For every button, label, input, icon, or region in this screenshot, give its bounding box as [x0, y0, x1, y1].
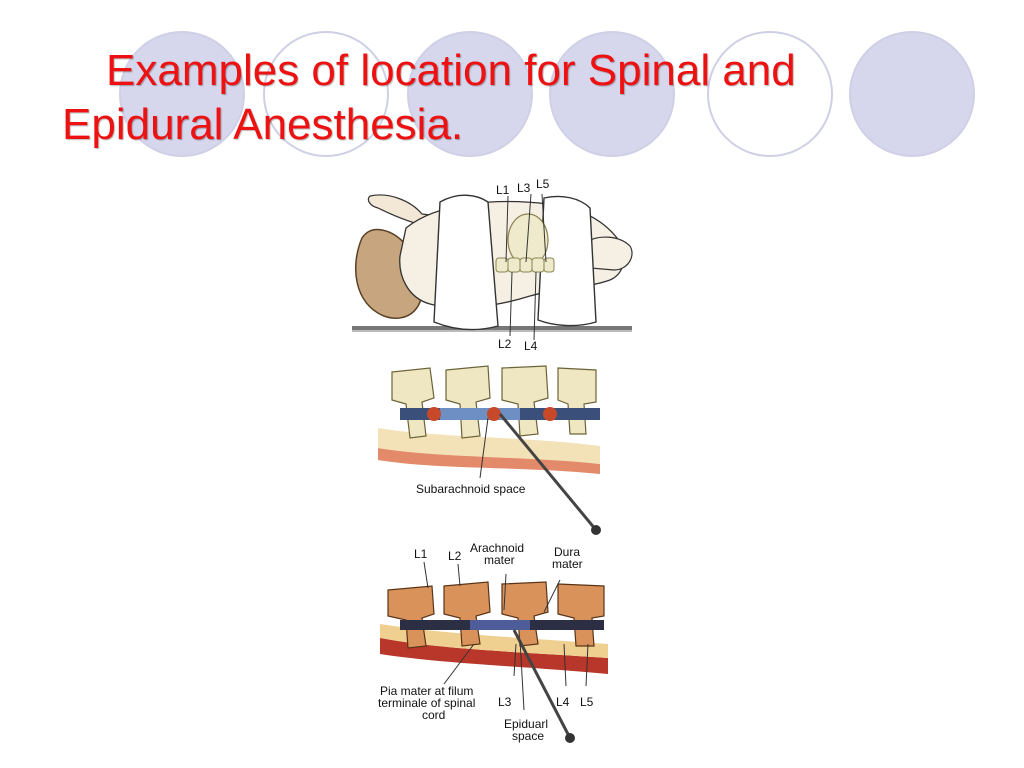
towel-left: [433, 194, 499, 331]
label-top-l2: L2: [498, 337, 512, 351]
figure-epidural: L1 L2 Arachnoid mater Dura mater Pia mat…: [374, 540, 614, 750]
epidural-needle-hub: [565, 733, 575, 743]
label-arachnoid-2: mater: [484, 553, 515, 567]
slide-title: Examples of location for Spinal and Epid…: [62, 44, 922, 152]
label-dura-2: mater: [552, 557, 583, 571]
epidural-needle: [512, 629, 572, 739]
deco-circle-4: [549, 31, 675, 157]
label-bottom-l2: L2: [448, 549, 462, 563]
epidural-catheter-region: [470, 620, 530, 630]
vertebrae-illustration: [391, 365, 597, 439]
disc-2: [487, 407, 501, 421]
tissue-layer-muscle: [380, 638, 608, 674]
label-dura-1: Dura: [554, 545, 580, 559]
deco-circle-2: [263, 31, 389, 157]
tissue-layer-fat-2: [380, 624, 608, 658]
deco-circle-1: [119, 31, 245, 157]
vertebrae-illustration-2: [387, 581, 605, 649]
label-top-l5: L5: [536, 177, 550, 191]
figure-patient-position: L1 L3 L5 L2 L4: [348, 176, 638, 356]
needle-hub: [591, 525, 601, 535]
towel-right: [537, 195, 597, 327]
label-top-l4: L4: [524, 339, 538, 353]
label-pia-1: Pia mater at filum: [380, 684, 473, 698]
tissue-layer-fat: [378, 428, 600, 464]
label-bottom-l5: L5: [580, 695, 594, 709]
title-line-2: Epidural Anesthesia.: [62, 100, 464, 149]
label-bottom-l3: L3: [498, 695, 512, 709]
disc-1: [427, 407, 441, 421]
label-top-l1: L1: [496, 183, 510, 197]
label-arachnoid-1: Arachnoid: [470, 541, 524, 555]
label-bottom-l4: L4: [556, 695, 570, 709]
deco-circle-3: [407, 31, 533, 157]
dura-sac: [440, 408, 520, 420]
spine-pointer-lines: [505, 193, 547, 341]
caption-subarachnoid: Subarachnoid space: [416, 482, 526, 496]
disc-3: [543, 407, 557, 421]
label-bottom-l1: L1: [414, 547, 428, 561]
title-line-1: Examples of location for Spinal and: [106, 46, 796, 95]
caption-pointer: [479, 417, 489, 479]
label-top-l3: L3: [517, 181, 531, 195]
label-pia-3: cord: [422, 708, 445, 722]
deco-circle-5: [707, 31, 833, 157]
label-epidural-2: space: [512, 729, 544, 743]
table-shadow: [352, 330, 632, 332]
spinal-needle: [498, 413, 598, 531]
decorative-circles: [119, 31, 975, 157]
lumbar-spine-illustration: [495, 257, 555, 273]
feet-illustration: [585, 236, 633, 271]
epidural-pointer-lines: [423, 561, 589, 711]
label-epidural-1: Epiduarl: [504, 717, 548, 731]
label-pia-2: terminale of spinal: [378, 696, 475, 710]
figure-subarachnoid: Subarachnoid space: [370, 362, 610, 542]
deco-circle-6: [849, 31, 975, 157]
